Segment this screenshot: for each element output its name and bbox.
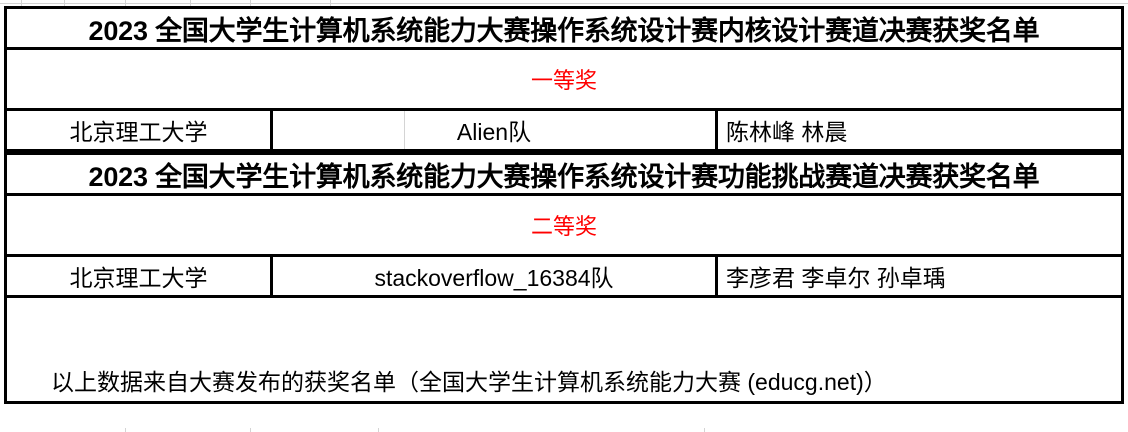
cell-school: 北京理工大学: [7, 111, 273, 149]
sheet-gridline-vertical: [378, 428, 379, 432]
footnote-text: 以上数据来自大赛发布的获奖名单（全国大学生计算机系统能力大赛 (educg.ne…: [51, 368, 887, 395]
cell-team-wrapper: stackoverflow_16384队: [273, 257, 718, 295]
cell-members: 陈林峰 林晨: [726, 119, 848, 145]
section-title-row: 2023 全国大学生计算机系统能力大赛操作系统设计赛内核设计赛道决赛获奖名单: [4, 6, 1124, 50]
section-title: 2023 全国大学生计算机系统能力大赛操作系统设计赛内核设计赛道决赛获奖名单: [88, 15, 1040, 46]
section-title: 2023 全国大学生计算机系统能力大赛操作系统设计赛功能挑战赛道决赛获奖名单: [88, 161, 1040, 192]
cell-members: 李彦君 李卓尔 孙卓瑀: [726, 265, 946, 291]
award-table: 2023 全国大学生计算机系统能力大赛操作系统设计赛内核设计赛道决赛获奖名单 一…: [4, 6, 1124, 404]
award-level-label: 一等奖: [530, 68, 597, 93]
sheet-gridline-vertical: [250, 428, 251, 432]
inner-gridline: [404, 111, 405, 149]
award-level-row: 一等奖: [4, 50, 1124, 108]
award-level-label: 二等奖: [530, 214, 597, 239]
table-row: 北京理工大学 stackoverflow_16384队 李彦君 李卓尔 孙卓瑀: [4, 254, 1124, 298]
table-row: 北京理工大学 Alien队 陈林峰 林晨: [4, 108, 1124, 152]
section-title-row: 2023 全国大学生计算机系统能力大赛操作系统设计赛功能挑战赛道决赛获奖名单: [4, 152, 1124, 196]
cell-team: stackoverflow_16384队: [374, 265, 614, 291]
sheet-gridline-horizontal: [0, 3, 1128, 4]
cell-team: Alien队: [456, 119, 532, 145]
award-level-row: 二等奖: [4, 196, 1124, 254]
cell-team-wrapper: Alien队: [273, 111, 718, 149]
cell-school: 北京理工大学: [7, 257, 273, 295]
spacer-row: [4, 298, 1124, 358]
sheet-gridline-vertical: [125, 428, 126, 432]
footnote-row: 以上数据来自大赛发布的获奖名单（全国大学生计算机系统能力大赛 (educg.ne…: [4, 358, 1124, 404]
sheet-gridline-vertical: [704, 428, 705, 432]
